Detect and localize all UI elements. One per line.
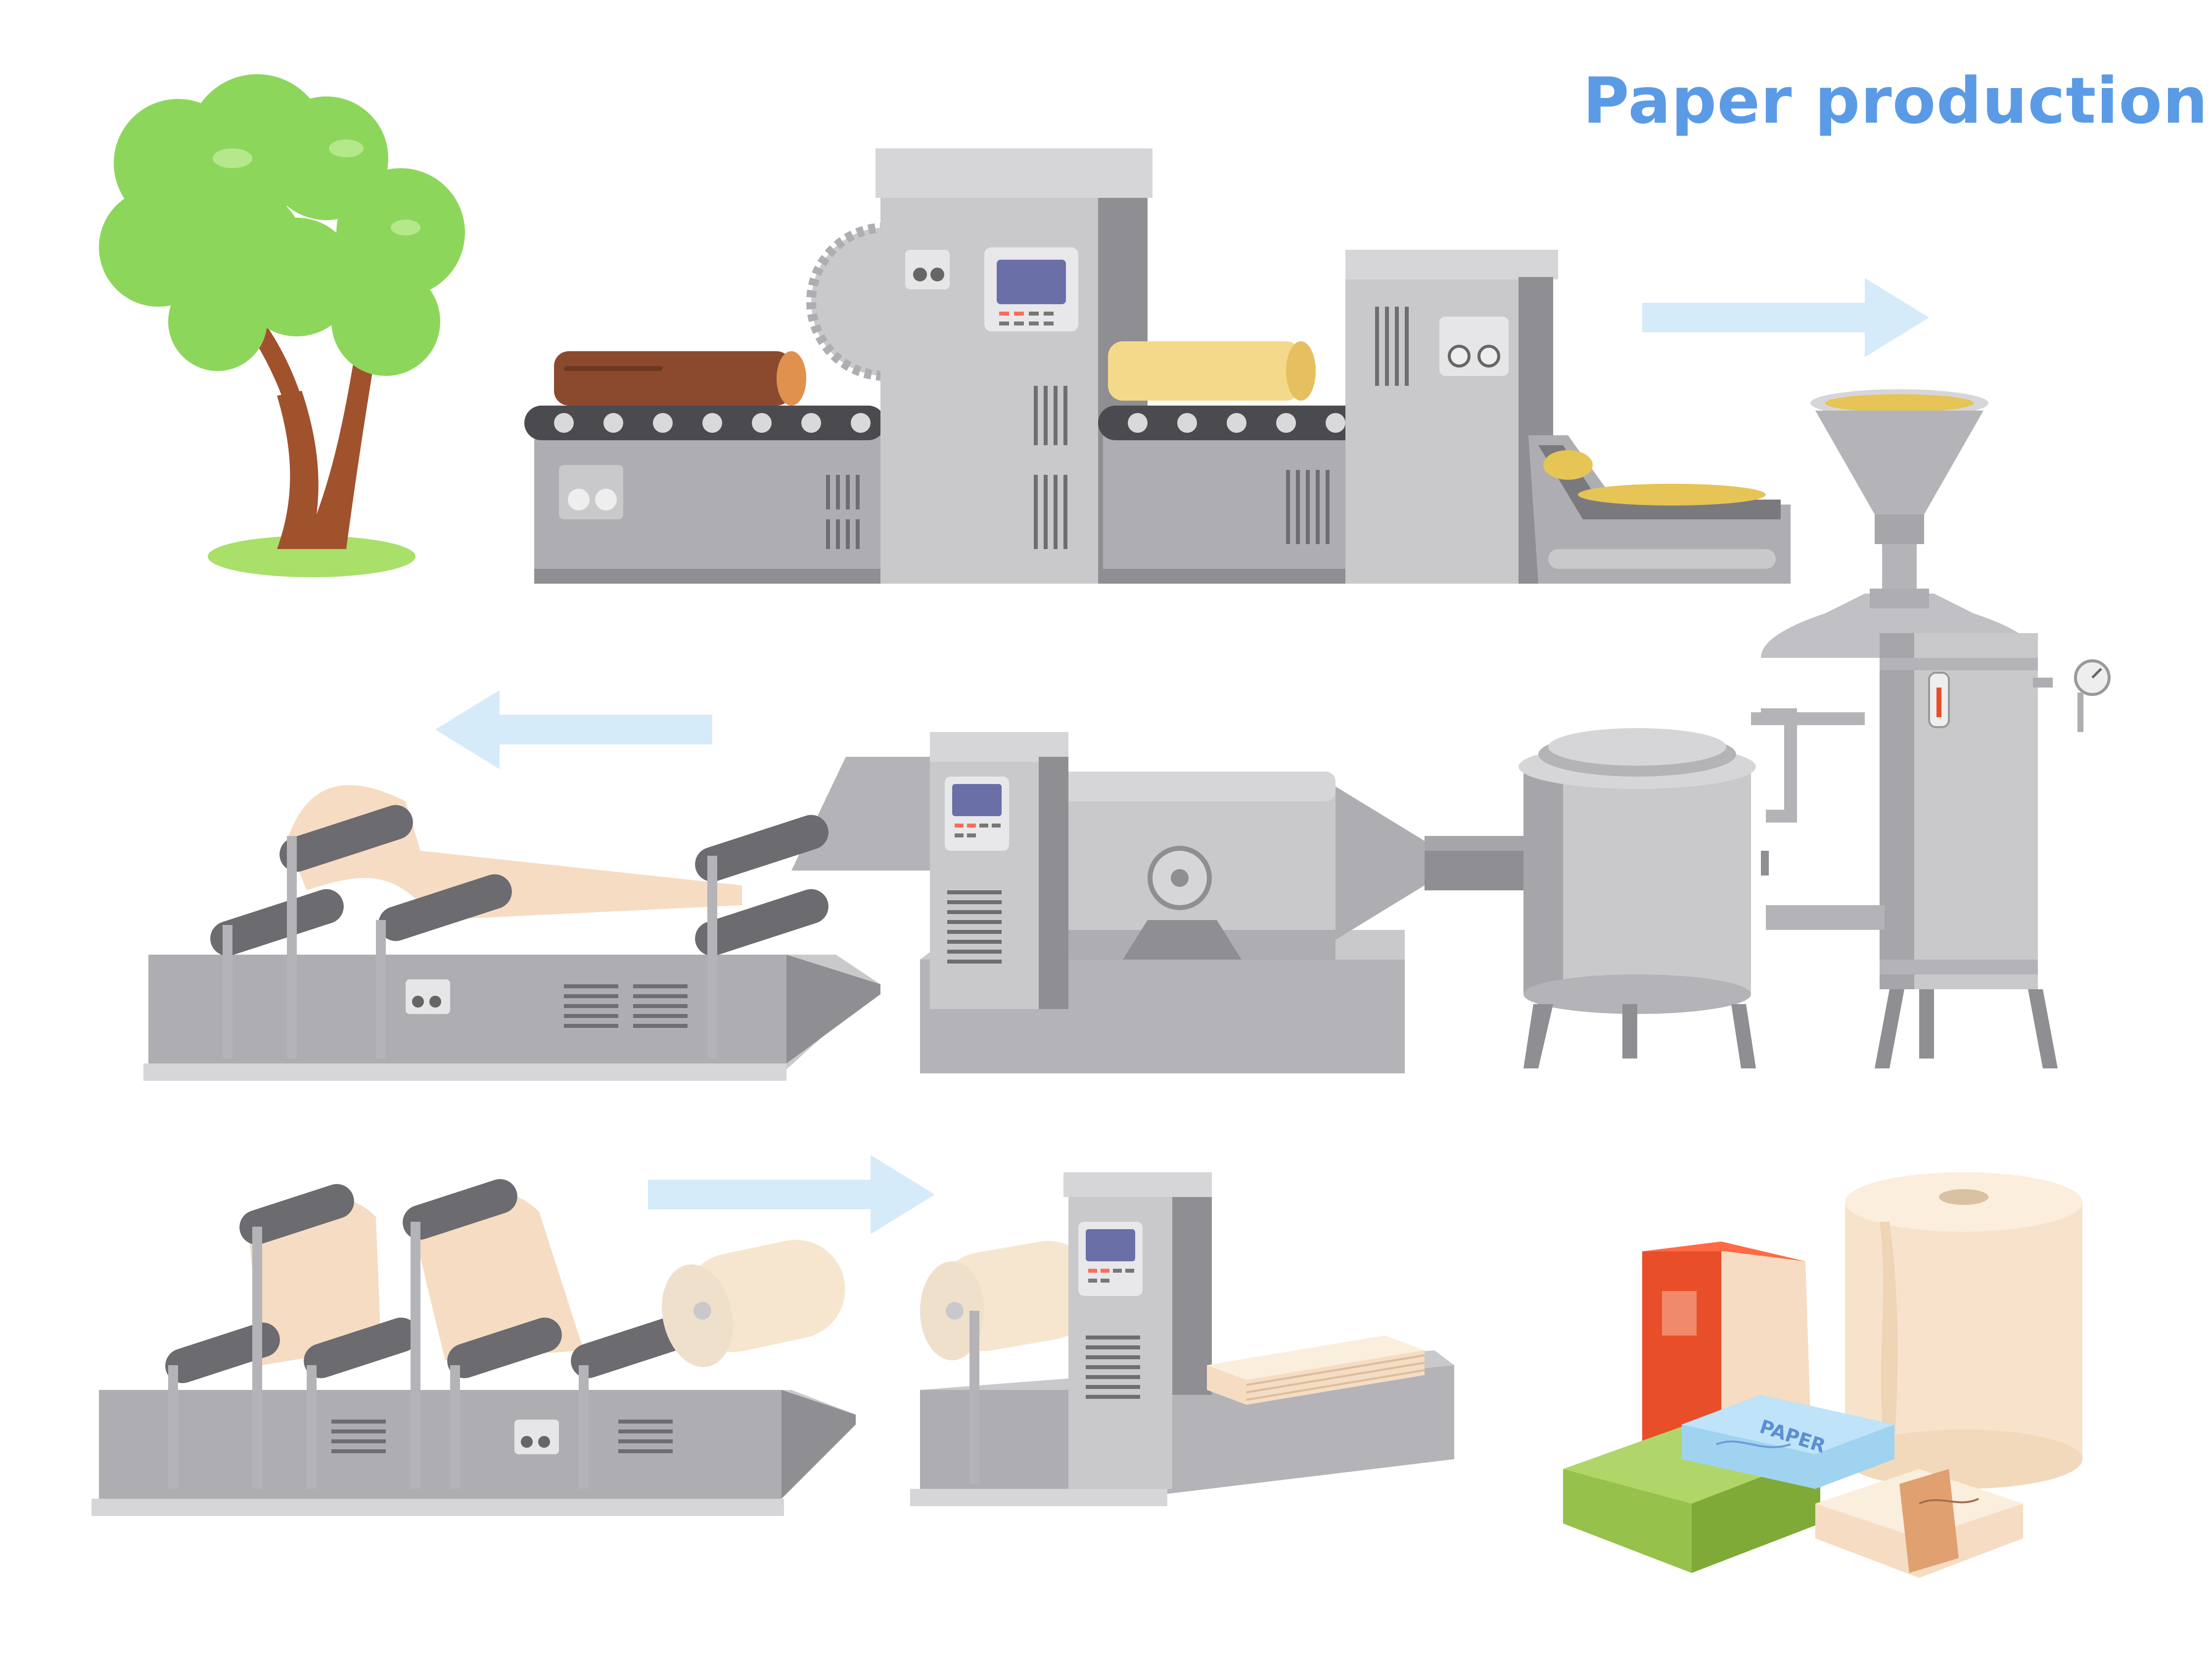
paper-stack-icon: [1207, 1336, 1425, 1405]
cutting-machine-icon: [910, 1172, 1454, 1506]
thermometer-icon: [1928, 672, 1950, 728]
saw-machine: [876, 148, 1152, 584]
toilet-roll-icon: [1845, 1172, 2082, 1489]
funnel-icon: [1810, 389, 1988, 589]
roll-icon: [662, 1240, 845, 1367]
paper-ream-icon: PAPER: [1563, 1395, 1894, 1573]
log-icon: [554, 351, 806, 406]
arrow-right-bottom: [648, 1155, 935, 1234]
pressure-gauge-icon: [2033, 659, 2111, 732]
middle-conveyor: [1098, 406, 1385, 584]
book-icon: [1642, 1242, 1810, 1449]
chipper-machine: [1345, 250, 1558, 584]
paper-machine-icon: [143, 785, 880, 1081]
infographic-title: Paper production: [1583, 64, 2209, 138]
tree-icon: [99, 74, 465, 577]
debarked-log: [1108, 341, 1316, 401]
wood-chips-icon: [1528, 435, 1791, 584]
arrow-left-middle: [435, 690, 712, 769]
arrow-right-top: [1642, 278, 1929, 357]
envelopes-icon: [1815, 1469, 2023, 1578]
pulp-vat-icon: [1519, 728, 1756, 1068]
connecting-pipes: [1425, 708, 1885, 930]
refiner-control-unit: [791, 732, 1068, 1009]
boiler-tank-icon: [1761, 589, 2058, 1068]
rolling-machine: [92, 1179, 856, 1516]
debarking-conveyor: [524, 406, 885, 584]
